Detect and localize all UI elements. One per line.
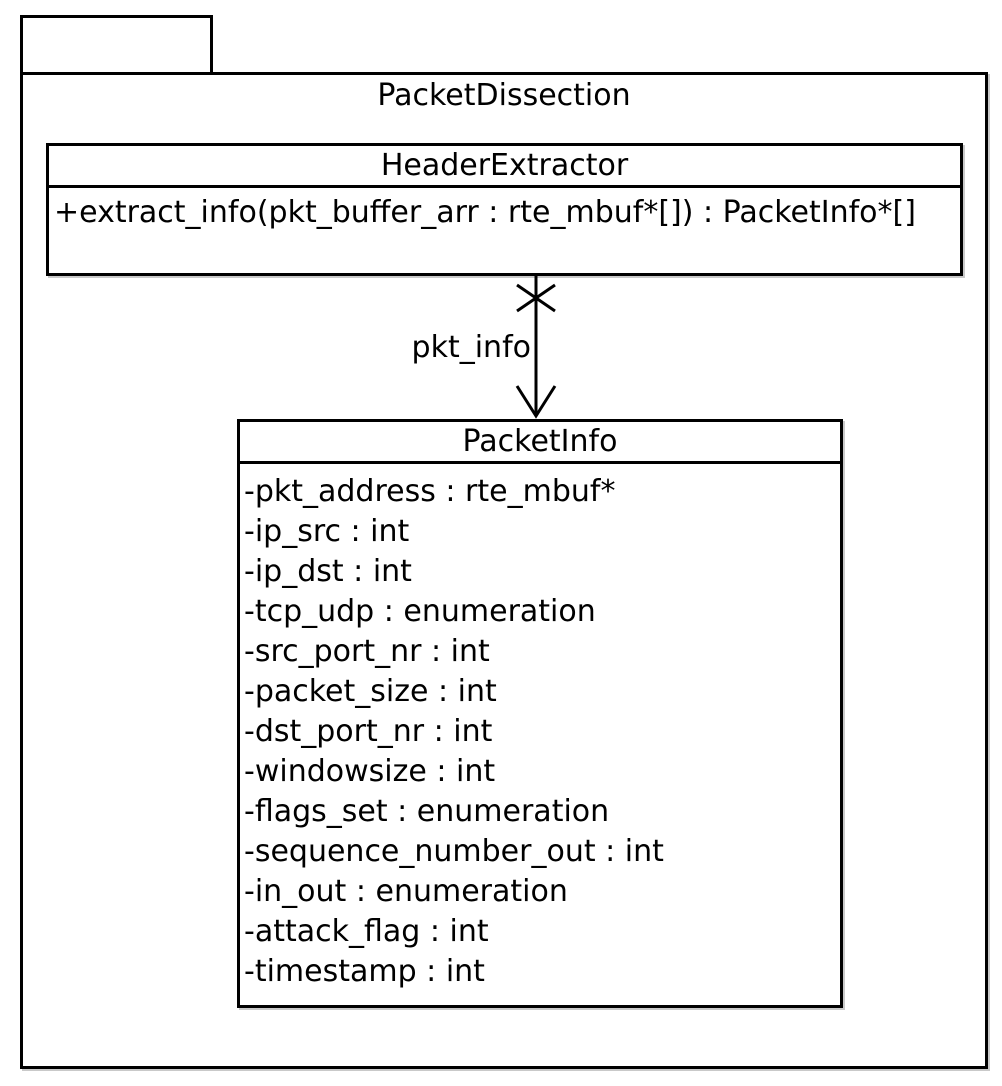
association-connector — [515, 274, 557, 419]
attribute-label: -sequence_number_out : int — [244, 834, 664, 869]
attribute-label: -ip_src : int — [244, 514, 410, 549]
class-attributes-packetinfo: -pkt_address : rte_mbuf* -ip_src : int -… — [240, 464, 840, 992]
class-box-headerextractor: HeaderExtractor +extract_info(pkt_buffer… — [46, 143, 963, 276]
attribute-label: -tcp_udp : enumeration — [244, 594, 596, 629]
operation-label: +extract_info(pkt_buffer_arr : rte_mbuf*… — [54, 195, 916, 230]
attribute-label: -packet_size : int — [244, 674, 497, 709]
attribute-label: -ip_dst : int — [244, 554, 412, 589]
uml-package-tab — [20, 15, 213, 72]
attribute-label: -flags_set : enumeration — [244, 794, 610, 829]
class-box-packetinfo: PacketInfo -pkt_address : rte_mbuf* -ip_… — [237, 419, 843, 1008]
attribute-label: -in_out : enumeration — [244, 874, 568, 909]
open-arrowhead-icon — [515, 385, 557, 419]
attribute-label: -pkt_address : rte_mbuf* — [244, 474, 616, 509]
package-name-label: PacketDissection — [377, 78, 631, 113]
class-operations-headerextractor: +extract_info(pkt_buffer_arr : rte_mbuf*… — [49, 188, 960, 232]
attribute-label: -attack_flag : int — [244, 914, 489, 949]
attribute-label: -windowsize : int — [244, 754, 496, 789]
class-title-headerextractor: HeaderExtractor — [49, 146, 960, 188]
attribute-label: -src_port_nr : int — [244, 634, 490, 669]
attribute-label: -dst_port_nr : int — [244, 714, 493, 749]
class-title-packetinfo: PacketInfo — [240, 422, 840, 464]
attribute-label: -timestamp : int — [244, 954, 485, 989]
association-label-pkt-info: pkt_info — [411, 330, 531, 365]
non-navigable-x-icon — [516, 283, 556, 313]
